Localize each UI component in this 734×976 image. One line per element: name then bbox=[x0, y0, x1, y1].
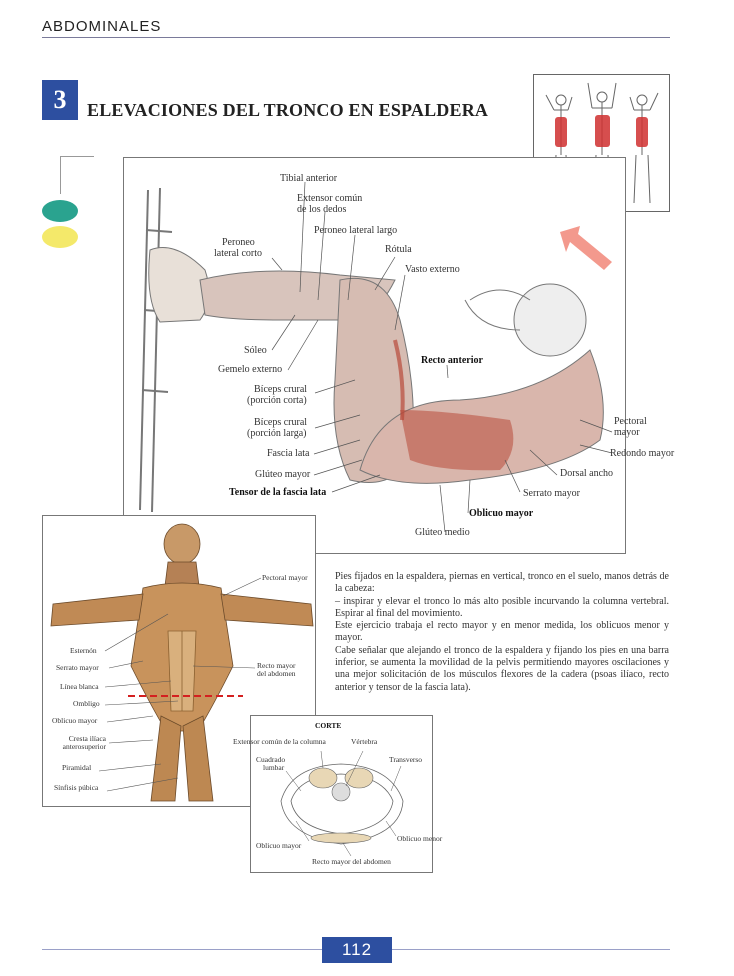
exercise-title: ELEVACIONES DEL TRONCO EN ESPALDERA bbox=[87, 100, 489, 120]
label-serrato-mayor: Serrato mayor bbox=[523, 488, 580, 499]
difficulty-dot-yellow bbox=[42, 226, 78, 248]
corte-label-cuadrado-lumbar: Cuadrado bbox=[256, 755, 286, 764]
label-biceps-corta-2: (porción corta) bbox=[247, 395, 307, 406]
label-gemelo-externo: Gemelo externo bbox=[218, 364, 283, 375]
anat-label-pectoral-mayor: Pectoral mayor bbox=[262, 573, 308, 582]
label-soleo: Sóleo bbox=[244, 345, 267, 356]
anatomy-front-illustration bbox=[50, 523, 314, 802]
description-paragraph: Cabe señalar que alejando el tronco de l… bbox=[335, 644, 669, 693]
cross-section-illustration bbox=[280, 750, 404, 857]
label-dorsal-ancho: Dorsal ancho bbox=[560, 468, 614, 479]
label-extensor-comun-2: de los dedos bbox=[297, 204, 347, 215]
label-tensor-fascia-lata: Tensor de la fascia lata bbox=[229, 487, 327, 498]
corte-label-transverso: Transverso bbox=[389, 755, 423, 764]
anat-label-ombligo: Ombligo bbox=[73, 699, 100, 708]
description-paragraph: Este ejercicio trabaja el recto mayor y … bbox=[335, 620, 669, 644]
header-rule bbox=[42, 37, 670, 38]
difficulty-dot-green bbox=[42, 200, 78, 222]
anat-label-esternon: Esternón bbox=[70, 646, 97, 655]
label-gluteo-medio: Glúteo medio bbox=[415, 527, 470, 538]
corte-label-recto-mayor: Recto mayor del abdomen bbox=[312, 857, 391, 866]
label-peroneo-lateral-largo: Peroneo lateral largo bbox=[314, 225, 398, 236]
label-gluteo-mayor: Glúteo mayor bbox=[255, 469, 311, 480]
label-recto-anterior: Recto anterior bbox=[421, 355, 483, 366]
footer-rule bbox=[42, 949, 322, 950]
exercise-number: 3 bbox=[42, 80, 78, 120]
label-oblicuo-mayor: Oblicuo mayor bbox=[469, 508, 534, 519]
exercise-description: Pies fijados en la espaldera, piernas en… bbox=[335, 571, 669, 694]
label-vasto-externo: Vasto externo bbox=[405, 264, 460, 275]
label-rotula: Rótula bbox=[385, 244, 412, 255]
cross-section-frame bbox=[250, 715, 433, 873]
label-tibial-anterior: Tibial anterior bbox=[280, 173, 338, 184]
decorative-line bbox=[60, 156, 94, 157]
anat-label-serrato-mayor: Serrato mayor bbox=[56, 663, 99, 672]
anat-label-cresta-iliaca-2: anterosuperior bbox=[62, 742, 106, 751]
page-number: 112 bbox=[322, 937, 392, 963]
description-paragraph: – inspirar y elevar el tronco lo más alt… bbox=[335, 595, 669, 619]
label-extensor-comun: Extensor común bbox=[297, 193, 363, 204]
corte-label-oblicuo-mayor: Oblicuo mayor bbox=[256, 841, 302, 850]
anat-label-piramidal: Piramidal bbox=[62, 763, 92, 772]
anat-label-cresta-iliaca: Cresta ilíaca bbox=[68, 734, 106, 743]
corte-label-cuadrado-lumbar-2: lumbar bbox=[263, 763, 285, 772]
footer-rule bbox=[392, 949, 670, 950]
anat-label-recto-mayor: Recto mayor bbox=[257, 661, 296, 670]
anat-label-oblicuo-mayor: Oblicuo mayor bbox=[52, 716, 98, 725]
label-pectoral-mayor-2: mayor bbox=[614, 427, 640, 438]
label-biceps-larga-2: (porción larga) bbox=[247, 428, 307, 439]
corte-label-extensor: Extensor común de la columna bbox=[233, 737, 326, 746]
label-peroneo-lateral-corto: Peroneo bbox=[222, 237, 255, 248]
anat-label-sinfisis-pubica: Sínfisis púbica bbox=[54, 783, 99, 792]
anat-label-recto-mayor-2: del abdomen bbox=[257, 669, 296, 678]
label-peroneo-lateral-corto-2: lateral corto bbox=[214, 248, 263, 259]
label-biceps-corta: Bíceps crural bbox=[254, 384, 308, 395]
label-redondo-mayor: Redondo mayor bbox=[610, 448, 675, 459]
label-pectoral-mayor: Pectoral bbox=[614, 416, 647, 427]
thumbnail-figures-illustration bbox=[545, 82, 659, 206]
section-header: ABDOMINALES bbox=[42, 18, 162, 35]
corte-title: CORTE bbox=[315, 721, 342, 730]
anatomy-front-frame bbox=[42, 515, 316, 807]
corte-label-oblicuo-menor: Oblicuo menor bbox=[397, 834, 443, 843]
label-biceps-larga: Bíceps crural bbox=[254, 417, 308, 428]
decorative-line bbox=[60, 156, 61, 194]
description-paragraph: Pies fijados en la espaldera, piernas en… bbox=[335, 571, 669, 595]
label-fascia-lata: Fascia lata bbox=[267, 448, 310, 459]
corte-label-vertebra: Vértebra bbox=[351, 737, 378, 746]
anat-label-linea-blanca: Línea blanca bbox=[60, 682, 99, 691]
